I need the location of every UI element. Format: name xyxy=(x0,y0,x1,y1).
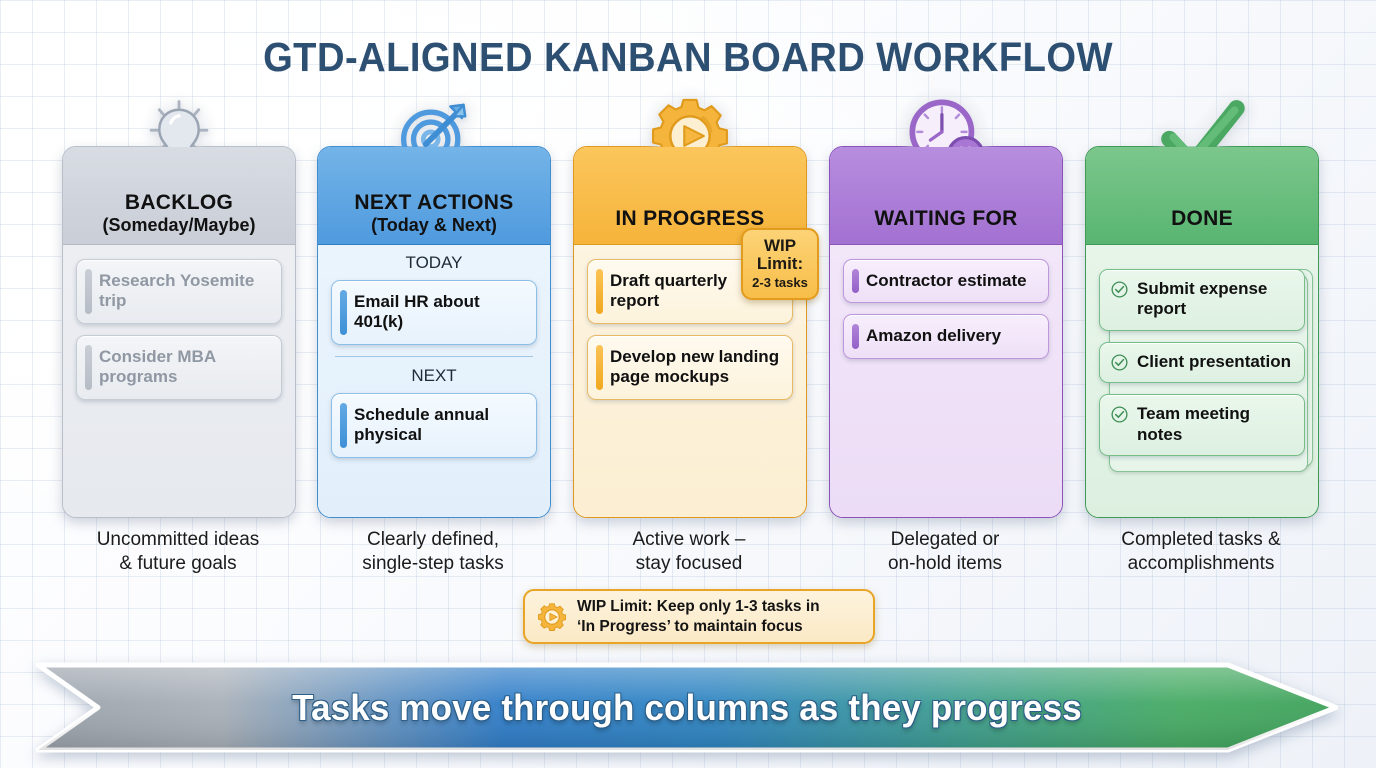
card-label: Amazon delivery xyxy=(866,326,1002,346)
card-label: Research Yosemite trip xyxy=(99,271,255,311)
task-card[interactable]: Submit expense report xyxy=(1099,269,1305,331)
wip-note-text: WIP Limit: Keep only 1-3 tasks in ‘In Pr… xyxy=(577,597,820,636)
kanban-column-next-actions[interactable]: NEXT ACTIONS (Today & Next) TODAY Email … xyxy=(317,103,551,518)
card-label: Consider MBA programs xyxy=(99,346,216,387)
card-label: Client presentation xyxy=(1137,351,1291,371)
kanban-column-backlog[interactable]: BACKLOG (Someday/Maybe) Research Yosemit… xyxy=(62,100,296,518)
check-circle-icon xyxy=(1111,406,1128,423)
column-title: WAITING FOR xyxy=(874,206,1018,230)
wip-note-line2: ‘In Progress’ to maintain focus xyxy=(577,617,803,635)
wip-badge-line1: WIP xyxy=(763,236,797,255)
group-label-next: NEXT xyxy=(411,365,457,385)
column-body-in-progress: Draft quarterly report Develop new landi… xyxy=(574,245,806,517)
column-title: NEXT ACTIONS xyxy=(354,191,514,215)
page-title: GTD-ALIGNED KANBAN BOARD WORKFLOW xyxy=(263,34,1113,80)
caption-line: Uncommitted ideas xyxy=(96,529,260,550)
column-caption-waiting-for: Delegated or on-hold items xyxy=(829,528,1061,576)
card-accent-bar xyxy=(596,269,603,314)
wip-badge-line3: 2-3 tasks xyxy=(752,274,808,290)
task-card[interactable]: Email HR about 401(k) xyxy=(331,280,537,345)
column-body-next-actions: TODAY Email HR about 401(k) NEXT Schedul… xyxy=(318,245,550,517)
task-card[interactable]: Client presentation xyxy=(1099,341,1305,384)
kanban-column-waiting-for[interactable]: WAITING FOR Contractor estimate Amazon d… xyxy=(829,99,1063,518)
kanban-column-in-progress[interactable]: IN PROGRESS Draft quarterly report Devel… xyxy=(573,98,807,518)
task-card[interactable]: Develop new landing page mockups xyxy=(587,334,793,400)
group-label-today: TODAY xyxy=(405,253,463,272)
gear-play-icon xyxy=(538,602,566,631)
group-divider xyxy=(335,355,533,357)
check-circle-icon xyxy=(1111,281,1128,298)
task-card[interactable]: Team meeting notes xyxy=(1099,394,1305,456)
card-accent-bar xyxy=(340,402,347,448)
caption-line: stay focused xyxy=(635,552,743,574)
check-circle-icon xyxy=(1111,354,1128,371)
column-header-waiting-for: WAITING FOR xyxy=(830,147,1062,245)
caption-line: on-hold items xyxy=(887,552,1003,574)
card-label: Email HR about 401(k) xyxy=(354,292,480,332)
column-caption-done: Completed tasks & accomplishments xyxy=(1085,528,1317,576)
column-caption-next-actions: Clearly defined, single-step tasks xyxy=(317,528,549,576)
card-label: Develop new landing page mockups xyxy=(610,346,780,387)
wip-limit-badge: WIP Limit: 2-3 tasks xyxy=(741,228,819,301)
wip-limit-note: WIP Limit: Keep only 1-3 tasks in ‘In Pr… xyxy=(523,589,875,644)
column-body-waiting-for: Contractor estimate Amazon delivery xyxy=(830,245,1062,517)
caption-line: & future goals xyxy=(119,552,237,574)
card-accent-bar xyxy=(852,269,859,294)
task-card[interactable]: Amazon delivery xyxy=(843,314,1049,359)
task-card[interactable]: Research Yosemite trip xyxy=(76,259,282,324)
card-label: Schedule annual physical xyxy=(354,404,490,445)
caption-line: Completed tasks & xyxy=(1121,529,1281,550)
card-accent-bar xyxy=(596,344,603,390)
caption-line: accomplishments xyxy=(1127,552,1275,574)
kanban-column-done[interactable]: DONE Submit expense report xyxy=(1085,100,1319,518)
caption-line: single-step tasks xyxy=(362,552,504,574)
wip-note-line1: WIP Limit: Keep only 1-3 tasks in xyxy=(577,598,820,616)
card-label: Contractor estimate xyxy=(866,271,1027,290)
caption-line: Active work – xyxy=(632,529,746,550)
caption-line: Delegated or xyxy=(890,529,1000,550)
card-accent-bar xyxy=(340,290,347,335)
column-header-next-actions: NEXT ACTIONS (Today & Next) xyxy=(318,147,550,245)
card-label: Team meeting notes xyxy=(1137,404,1251,444)
card-label: Submit expense report xyxy=(1137,279,1268,319)
column-header-backlog: BACKLOG (Someday/Maybe) xyxy=(63,147,295,245)
flow-arrow xyxy=(36,662,1338,753)
column-title: IN PROGRESS xyxy=(615,206,765,230)
flow-arrow-label: Tasks move through columns as they progr… xyxy=(292,686,1082,728)
caption-line: Clearly defined, xyxy=(366,529,500,550)
wip-badge-line2: Limit: xyxy=(756,254,804,274)
card-accent-bar xyxy=(852,324,859,349)
column-title: DONE xyxy=(1171,206,1233,230)
column-subtitle: (Someday/Maybe) xyxy=(102,214,256,235)
column-title: BACKLOG xyxy=(124,191,234,215)
column-body-done: Submit expense report Client presentatio… xyxy=(1086,245,1318,517)
task-card[interactable]: Contractor estimate xyxy=(843,259,1049,304)
done-card-stack: Submit expense report Client presentatio… xyxy=(1099,269,1313,517)
column-caption-in-progress: Active work – stay focused xyxy=(573,528,805,576)
column-header-done: DONE xyxy=(1086,147,1318,245)
card-accent-bar xyxy=(85,269,92,314)
column-body-backlog: Research Yosemite trip Consider MBA prog… xyxy=(63,245,295,517)
column-subtitle: (Today & Next) xyxy=(371,214,497,235)
column-caption-backlog: Uncommitted ideas & future goals xyxy=(62,528,294,576)
task-card[interactable]: Consider MBA programs xyxy=(76,334,282,400)
card-accent-bar xyxy=(85,344,92,390)
card-label: Draft quarterly report xyxy=(610,271,728,311)
task-card[interactable]: Schedule annual physical xyxy=(331,392,537,458)
